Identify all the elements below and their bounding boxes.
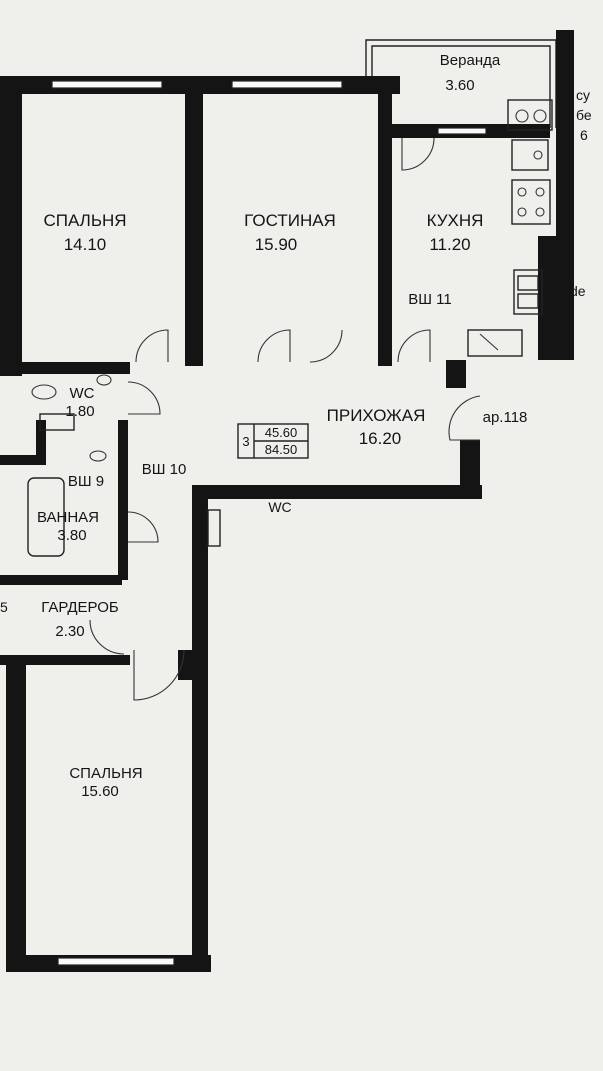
- neighbor-partial-de: de: [570, 283, 586, 299]
- wc-sink-icon: [96, 374, 112, 386]
- bathtub: [27, 477, 65, 557]
- veranda-outline-inner: [371, 45, 551, 128]
- room-name-bath: ВАННАЯ: [37, 509, 99, 526]
- room-area-wardrobe: 2.30: [55, 623, 84, 640]
- neighbor-wc: WC: [268, 499, 291, 515]
- kitchen-double-sink: [513, 269, 543, 315]
- room-name-bedroom2: СПАЛЬНЯ: [69, 765, 142, 782]
- neighbor-partial-top: су: [576, 87, 590, 103]
- shaft-label-vsh10: ВШ 10: [142, 461, 187, 478]
- room-name-bedroom1: СПАЛЬНЯ: [43, 211, 126, 230]
- room-area-kitchen: 11.20: [429, 235, 470, 254]
- shaft-label-vsh11: ВШ 11: [408, 291, 452, 308]
- sink-drain-icon: [533, 150, 543, 160]
- toilet-icon: [31, 384, 57, 400]
- labels: Веранда 3.60 СПАЛЬНЯ 14.10 ГОСТИНАЯ 15.9…: [0, 52, 592, 800]
- room-name-living: ГОСТИНАЯ: [244, 211, 336, 230]
- shaft-box-vsh11: [467, 329, 523, 357]
- kitchen-counter-top: [507, 99, 553, 131]
- kitchen-sink: [511, 139, 549, 171]
- neighbor-partial-num: 6: [580, 127, 588, 143]
- window: [57, 957, 175, 966]
- apartment-living-area: 45.60: [265, 425, 298, 440]
- room-area-bedroom1: 14.10: [64, 235, 107, 254]
- room-area-veranda: 3.60: [445, 77, 474, 94]
- kitchen-stove: [511, 179, 551, 225]
- room-name-kitchen: КУХНЯ: [427, 211, 484, 230]
- neighbor-partial-left: 5: [0, 599, 8, 615]
- apartment-rooms-count: 3: [242, 434, 249, 449]
- window: [51, 80, 163, 89]
- room-area-wc: 1.80: [65, 403, 94, 420]
- window: [437, 127, 487, 135]
- room-name-hall: ПРИХОЖАЯ: [327, 406, 426, 425]
- shaft-box-neighbor: [207, 509, 221, 547]
- apartment-number: ар.118: [483, 409, 528, 426]
- shaft-label-vsh9: ВШ 9: [68, 473, 104, 490]
- room-area-hall: 16.20: [359, 429, 402, 448]
- window: [231, 80, 343, 89]
- apartment-total-area: 84.50: [265, 442, 298, 457]
- neighbor-partial-mid: бе: [576, 107, 592, 123]
- room-name-wardrobe: ГАРДЕРОБ: [41, 599, 119, 616]
- bath-sink-icon: [89, 450, 107, 462]
- burner-icon: [515, 109, 529, 123]
- room-name-wc: WC: [70, 385, 95, 402]
- shaft-box-wc: [39, 413, 75, 431]
- room-area-bedroom2: 15.60: [81, 783, 119, 800]
- room-area-bath: 3.80: [57, 527, 86, 544]
- room-name-veranda: Веранда: [440, 52, 501, 69]
- burner-icon: [533, 109, 547, 123]
- door-swings: [89, 137, 481, 701]
- room-area-living: 15.90: [255, 235, 298, 254]
